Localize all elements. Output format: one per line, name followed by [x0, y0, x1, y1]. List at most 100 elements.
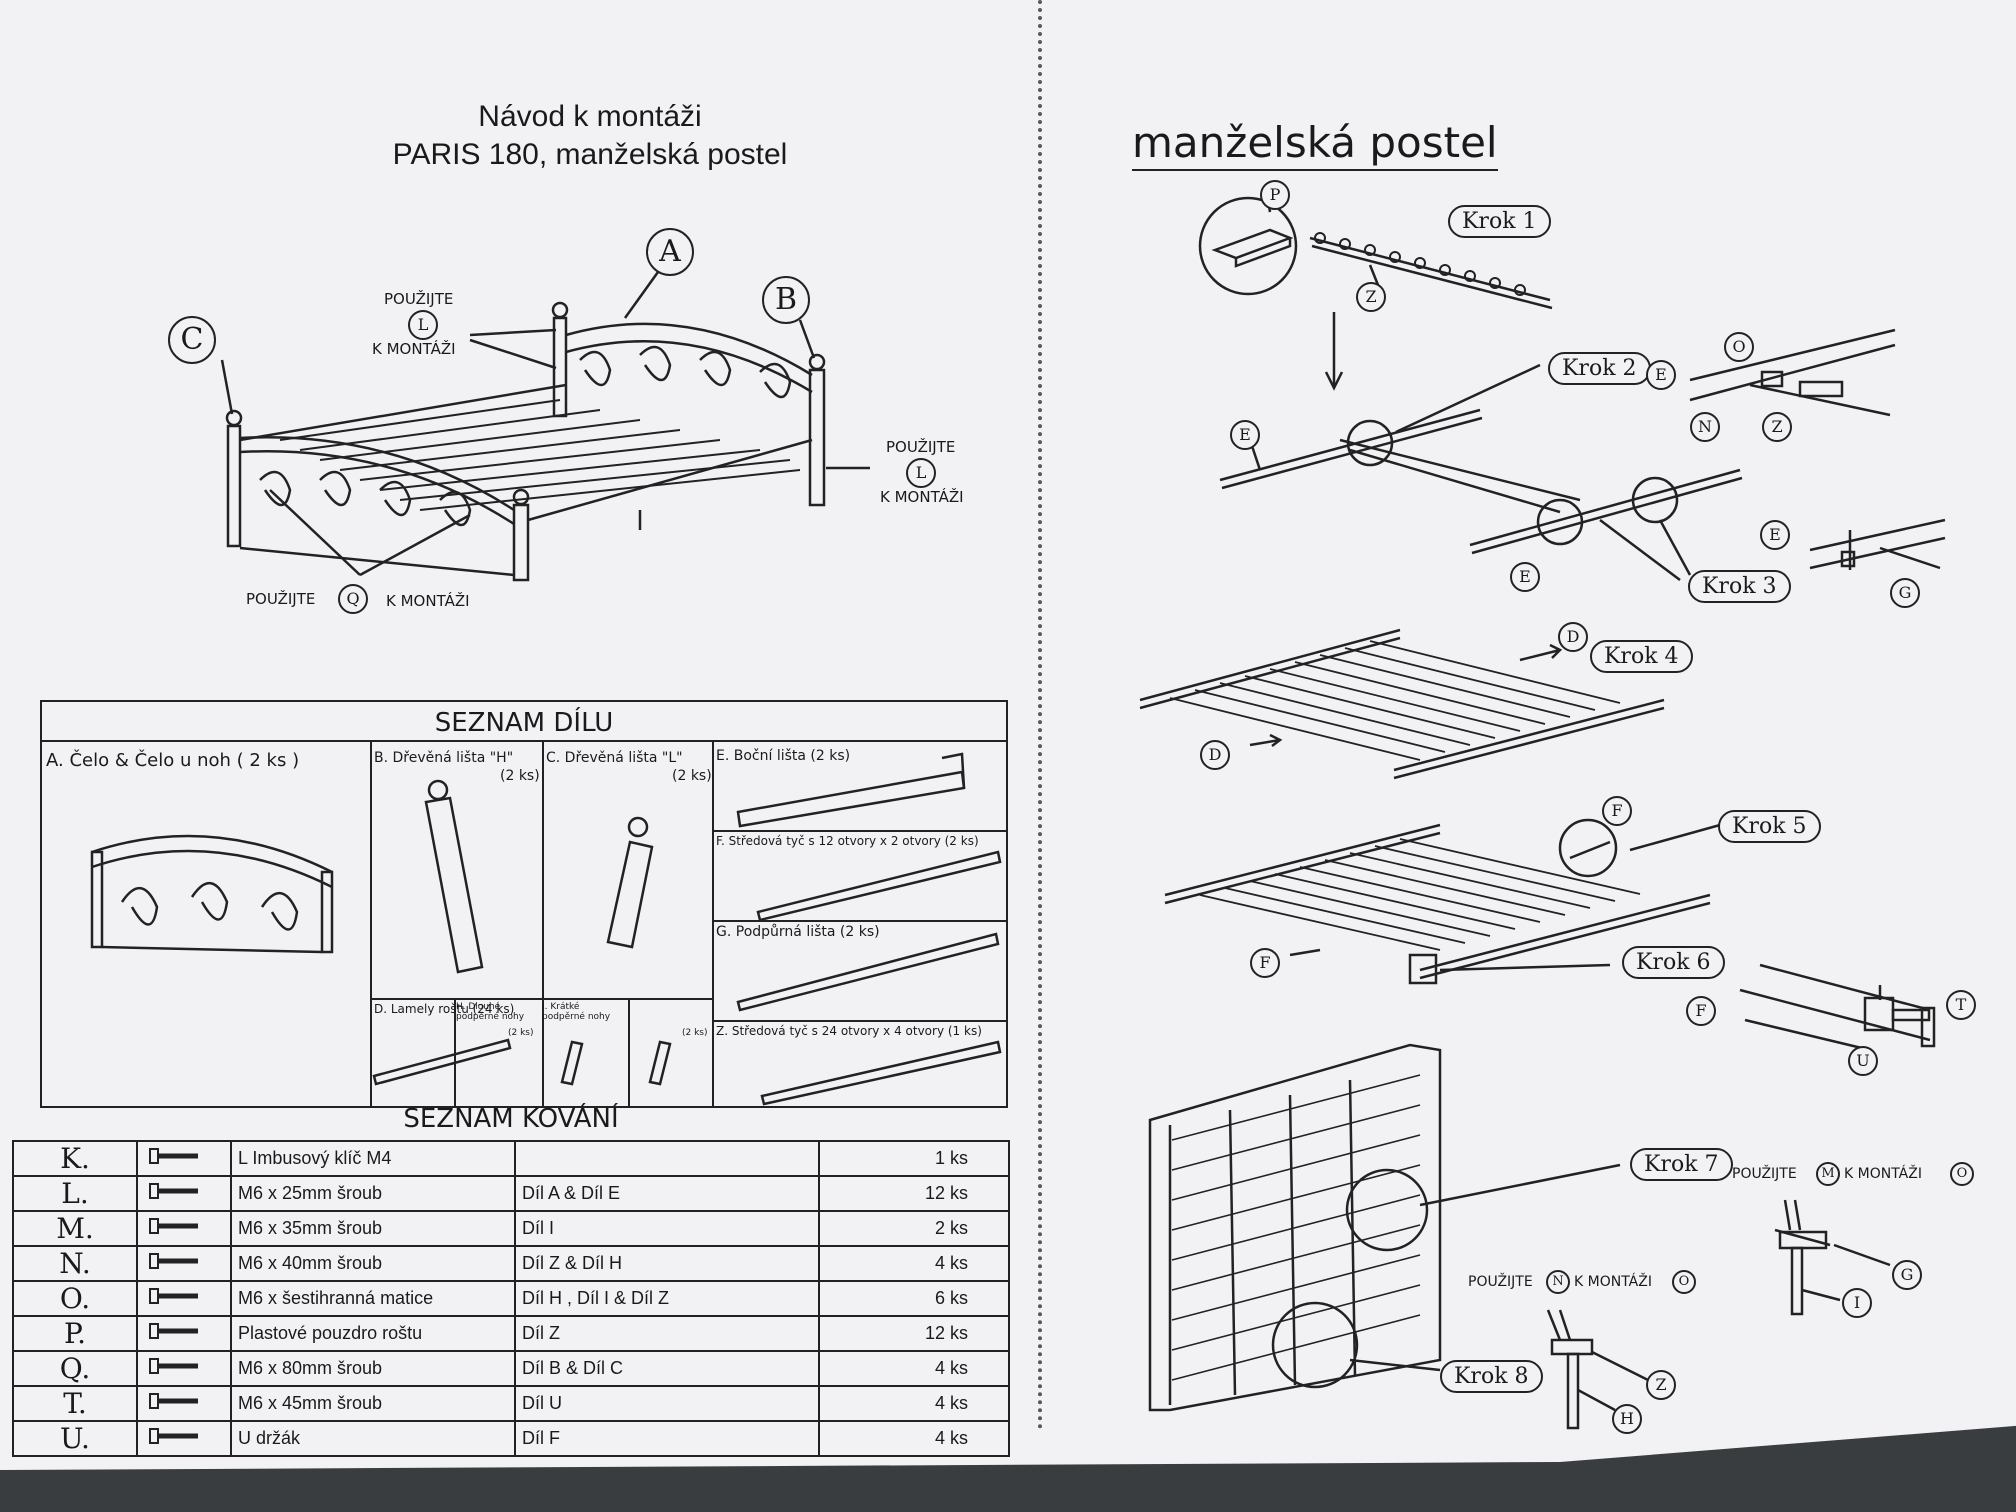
- step-3: Krok 3: [1688, 570, 1791, 603]
- hardware-description: M6 x 45mm šroub: [230, 1385, 516, 1422]
- letter-U: U: [1848, 1046, 1878, 1076]
- step-1: Krok 1: [1448, 205, 1551, 238]
- letter-F-3: F: [1686, 996, 1716, 1026]
- use-n-letter: N: [1546, 1270, 1570, 1294]
- part-A-label: A. Čelo & Čelo u noh ( 2 ks ): [46, 750, 300, 771]
- letter-D-1: D: [1558, 622, 1588, 652]
- use-n-label: POUŽIJTE: [1468, 1274, 1533, 1290]
- parts-header: SEZNAM DÍLU: [434, 708, 614, 738]
- use-q-label-2: K MONTÁŽI: [386, 592, 470, 610]
- use-l-right-label: POUŽIJTE: [886, 438, 956, 456]
- use-m-letter: M: [1816, 1162, 1840, 1186]
- part-B-label: B. Dřevěná lišta "H": [374, 750, 514, 766]
- hardware-part: Díl F: [514, 1420, 820, 1457]
- use-m-label: POUŽIJTE: [1732, 1166, 1797, 1182]
- part-I-label: I. Krátké podpěrné nohy: [542, 1002, 611, 1022]
- hardware-icon: [136, 1175, 232, 1212]
- hardware-description: M6 x šestihranná matice: [230, 1280, 516, 1317]
- letter-H: H: [1612, 1404, 1642, 1434]
- letter-G-1: G: [1890, 578, 1920, 608]
- hardware-code: O.: [12, 1280, 138, 1317]
- hardware-code: T.: [12, 1385, 138, 1422]
- hardware-code: L.: [12, 1175, 138, 1212]
- product-title: PARIS 180, manželská postel: [392, 138, 788, 171]
- letter-P: P: [1260, 180, 1290, 210]
- letter-N-1: N: [1690, 412, 1720, 442]
- hardware-code: P.: [12, 1315, 138, 1352]
- use-m-label-2: K MONTÁŽI: [1844, 1166, 1922, 1182]
- part-I-qty: (2 ks): [682, 1028, 708, 1038]
- manual-title: Návod k montáži: [478, 100, 702, 133]
- letter-O-1: O: [1724, 332, 1754, 362]
- letter-Z-2: Z: [1762, 412, 1792, 442]
- hardware-description: M6 x 25mm šroub: [230, 1175, 516, 1212]
- hardware-quantity: 4 ks: [818, 1385, 1010, 1422]
- hardware-quantity: 4 ks: [818, 1350, 1010, 1387]
- part-G-label: G. Podpůrná lišta (2 ks): [716, 924, 880, 940]
- hardware-code: U.: [12, 1420, 138, 1457]
- part-F-label: F. Středová tyč s 12 otvory x 2 otvory (…: [716, 834, 979, 848]
- part-E-label: E. Boční lišta (2 ks): [716, 748, 851, 764]
- callout-C: C: [168, 316, 216, 364]
- hardware-description: U držák: [230, 1420, 516, 1457]
- letter-F-2: F: [1250, 948, 1280, 978]
- callout-A: A: [646, 228, 694, 276]
- use-l-top-label: POUŽIJTE: [384, 290, 454, 308]
- hardware-quantity: 1 ks: [818, 1140, 1010, 1177]
- letter-E-3: E: [1510, 562, 1540, 592]
- hardware-quantity: 12 ks: [818, 1175, 1010, 1212]
- use-m-letter-o: O: [1950, 1162, 1974, 1186]
- hardware-part: Díl B & Díl C: [514, 1350, 820, 1387]
- hardware-part: Díl Z & Díl H: [514, 1245, 820, 1282]
- part-C-label: C. Dřevěná lišta "L": [546, 750, 683, 766]
- hardware-part: Díl H , Díl I & Díl Z: [514, 1280, 820, 1317]
- letter-Z-1: Z: [1356, 282, 1386, 312]
- letter-I: I: [1842, 1288, 1872, 1318]
- hardware-icon: [136, 1210, 232, 1247]
- hardware-part: Díl Z: [514, 1315, 820, 1352]
- callout-B: B: [762, 276, 810, 324]
- use-n-letter-o: O: [1672, 1270, 1696, 1294]
- use-q-letter: Q: [338, 584, 368, 614]
- part-B-qty: (2 ks): [500, 768, 540, 784]
- letter-F-1: F: [1602, 796, 1632, 826]
- parts-list: SEZNAM DÍLU A. Čelo & Čelo u noh ( 2 ks …: [40, 700, 1008, 1108]
- hardware-code: N.: [12, 1245, 138, 1282]
- hardware-quantity: 12 ks: [818, 1315, 1010, 1352]
- letter-E-4: E: [1760, 520, 1790, 550]
- letter-D-2: D: [1200, 740, 1230, 770]
- hardware-icon: [136, 1280, 232, 1317]
- hardware-code: M.: [12, 1210, 138, 1247]
- hardware-part: Díl I: [514, 1210, 820, 1247]
- hardware-icon: [136, 1140, 232, 1177]
- hardware-quantity: 6 ks: [818, 1280, 1010, 1317]
- step-6: Krok 6: [1622, 946, 1725, 979]
- part-D-label: D. Lamely roštu (24 ks): [374, 1002, 515, 1016]
- hardware-description: M6 x 40mm šroub: [230, 1245, 516, 1282]
- hardware-part: Díl U: [514, 1385, 820, 1422]
- hardware-icon: [136, 1245, 232, 1282]
- step-2: Krok 2: [1548, 352, 1651, 385]
- hardware-icon: [136, 1385, 232, 1422]
- hardware-part: Díl A & Díl E: [514, 1175, 820, 1212]
- part-H-label: H. Dlouhé podpěrné nohy: [456, 1002, 525, 1022]
- hardware-description: L Imbusový klíč M4: [230, 1140, 516, 1177]
- hardware-description: M6 x 35mm šroub: [230, 1210, 516, 1247]
- step-7: Krok 7: [1630, 1148, 1733, 1181]
- hardware-description: M6 x 80mm šroub: [230, 1350, 516, 1387]
- use-l-top-label-2: K MONTÁŽI: [372, 340, 456, 358]
- hardware-quantity: 4 ks: [818, 1420, 1010, 1457]
- hardware-quantity: 2 ks: [818, 1210, 1010, 1247]
- part-C-qty: (2 ks): [672, 768, 712, 784]
- hardware-icon: [136, 1420, 232, 1457]
- hardware-part: [514, 1140, 820, 1177]
- letter-G-2: G: [1892, 1260, 1922, 1290]
